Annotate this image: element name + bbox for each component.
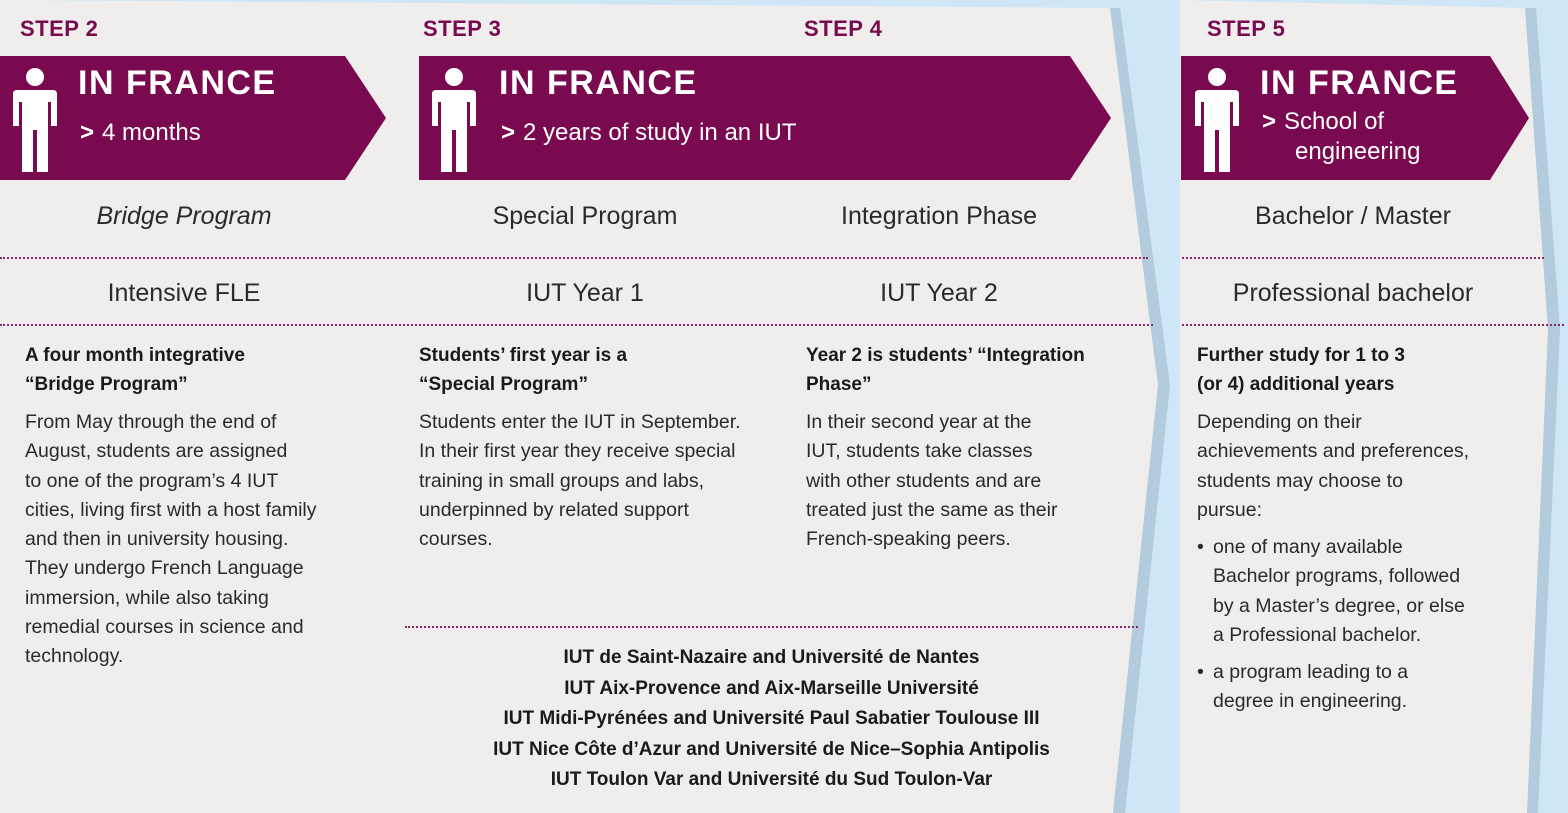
- course-title: Intensive FLE: [107, 279, 261, 307]
- person-icon: [1195, 68, 1239, 172]
- divider: [405, 626, 1138, 628]
- options-list: one of many available Bachelor programs,…: [1197, 533, 1465, 725]
- banner-title: IN FRANCE: [1260, 64, 1459, 102]
- column-body: Students enter the IUT in September. In …: [419, 411, 741, 551]
- chevron-right-icon: >: [501, 119, 516, 146]
- university-list: IUT de Saint-Nazaire and Université de N…: [405, 643, 1138, 796]
- column-heading: A four month integrative “Bridge Program…: [25, 345, 245, 395]
- divider: [0, 257, 1148, 259]
- divider: [1182, 257, 1544, 259]
- person-icon: [13, 68, 57, 172]
- list-item: IUT Aix-Provence and Aix-Marseille Unive…: [564, 677, 979, 699]
- course-title: Professional bachelor: [1232, 279, 1474, 307]
- program-title: Bridge Program: [96, 202, 272, 230]
- column-body: From May through the end of August, stud…: [25, 411, 317, 668]
- course-title: IUT Year 1: [526, 279, 644, 307]
- divider: [1182, 324, 1564, 326]
- banner-title: IN FRANCE: [499, 64, 698, 102]
- banner-subtitle: >4 months: [80, 119, 201, 146]
- column-body: Depending on their achievements and pref…: [1197, 411, 1470, 521]
- banner-subtitle: >School of engineering: [1262, 108, 1421, 165]
- list-item: IUT Nice Côte d’Azur and Université de N…: [493, 738, 1050, 760]
- list-item: IUT Toulon Var and Université du Sud Tou…: [550, 769, 993, 790]
- banner-subtitle: >2 years of study in an IUT: [501, 119, 797, 146]
- chevron-right-icon: >: [80, 119, 95, 146]
- step-label-2: STEP 2: [20, 16, 99, 41]
- program-title: Special Program: [492, 202, 678, 230]
- person-icon: [432, 68, 476, 172]
- list-item: IUT Midi-Pyrénées and Université Paul Sa…: [503, 708, 1040, 729]
- chevron-right-icon: >: [1262, 108, 1277, 135]
- banner-arrow-step3-4: [419, 56, 1111, 180]
- banner-title: IN FRANCE: [78, 64, 277, 102]
- course-title: IUT Year 2: [880, 279, 998, 307]
- column-heading: Students’ first year is a “Special Progr…: [419, 345, 628, 395]
- step-label-3: STEP 3: [423, 16, 502, 41]
- step-label-5: STEP 5: [1207, 16, 1286, 41]
- list-item: one of many available Bachelor programs,…: [1197, 533, 1465, 650]
- column-body: In their second year at the IUT, student…: [806, 411, 1058, 551]
- step-label-4: STEP 4: [804, 16, 883, 41]
- panel-main: [0, 0, 1158, 813]
- list-item: a program leading to a degree in enginee…: [1197, 658, 1465, 717]
- column-heading: Further study for 1 to 3 (or 4) addition…: [1197, 345, 1405, 395]
- program-title: Bachelor / Master: [1255, 202, 1451, 230]
- banner-arrow-step2: [0, 56, 386, 180]
- banner-arrow-step5: [1181, 56, 1529, 180]
- divider: [0, 324, 1153, 326]
- program-title: Integration Phase: [841, 202, 1037, 230]
- column-heading: Year 2 is students’ “Integration Phase”: [806, 345, 1085, 395]
- list-item: IUT de Saint-Nazaire and Université de N…: [563, 647, 980, 668]
